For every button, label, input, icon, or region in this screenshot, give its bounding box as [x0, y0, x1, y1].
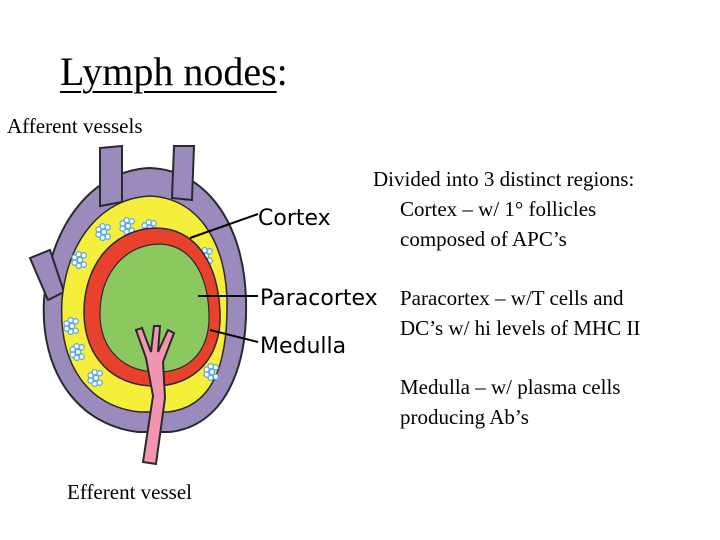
follicle — [71, 250, 87, 270]
regions-description: Divided into 3 distinct regions: Cortex … — [373, 164, 713, 432]
afferent-vessel-right — [170, 145, 196, 202]
region-line: Paracortex – w/T cells and — [400, 286, 624, 310]
follicle — [87, 368, 103, 388]
region-line: DC’s w/ hi levels of MHC II — [400, 316, 641, 340]
leader-lines — [189, 213, 259, 343]
efferent-vessel — [134, 325, 176, 466]
efferent-vessel-label: Efferent vessel — [67, 480, 192, 504]
paracortex-label: Paracortex — [260, 286, 378, 311]
follicle — [95, 222, 111, 242]
cortex-label: Cortex — [258, 206, 331, 231]
region-line: Cortex – w/ 1° follicles — [400, 197, 597, 221]
region-line: Medulla – w/ plasma cells — [400, 375, 621, 399]
region-item-cortex: Cortex – w/ 1° follicles composed of APC… — [400, 194, 713, 254]
cortex-leader-line — [189, 213, 259, 239]
title-text: Lymph nodes — [60, 49, 277, 94]
follicles — [63, 216, 219, 388]
region-line: composed of APC’s — [400, 227, 567, 251]
slide-title: Lymph nodes: — [60, 48, 288, 96]
afferent-vessels-label: Afferent vessels — [7, 114, 143, 138]
regions-heading: Divided into 3 distinct regions: — [373, 167, 635, 191]
medulla-leader-line — [209, 329, 259, 343]
region-item-paracortex: Paracortex – w/T cells and DC’s w/ hi le… — [400, 283, 713, 343]
follicle — [69, 342, 85, 362]
follicle — [203, 362, 219, 382]
medulla-label: Medulla — [260, 334, 346, 359]
follicle — [63, 316, 79, 336]
region-line: producing Ab’s — [400, 405, 529, 429]
afferent-vessel-left — [99, 144, 123, 208]
title-colon: : — [276, 49, 288, 94]
follicle — [119, 216, 135, 236]
region-item-medulla: Medulla – w/ plasma cells producing Ab’s — [400, 372, 713, 432]
